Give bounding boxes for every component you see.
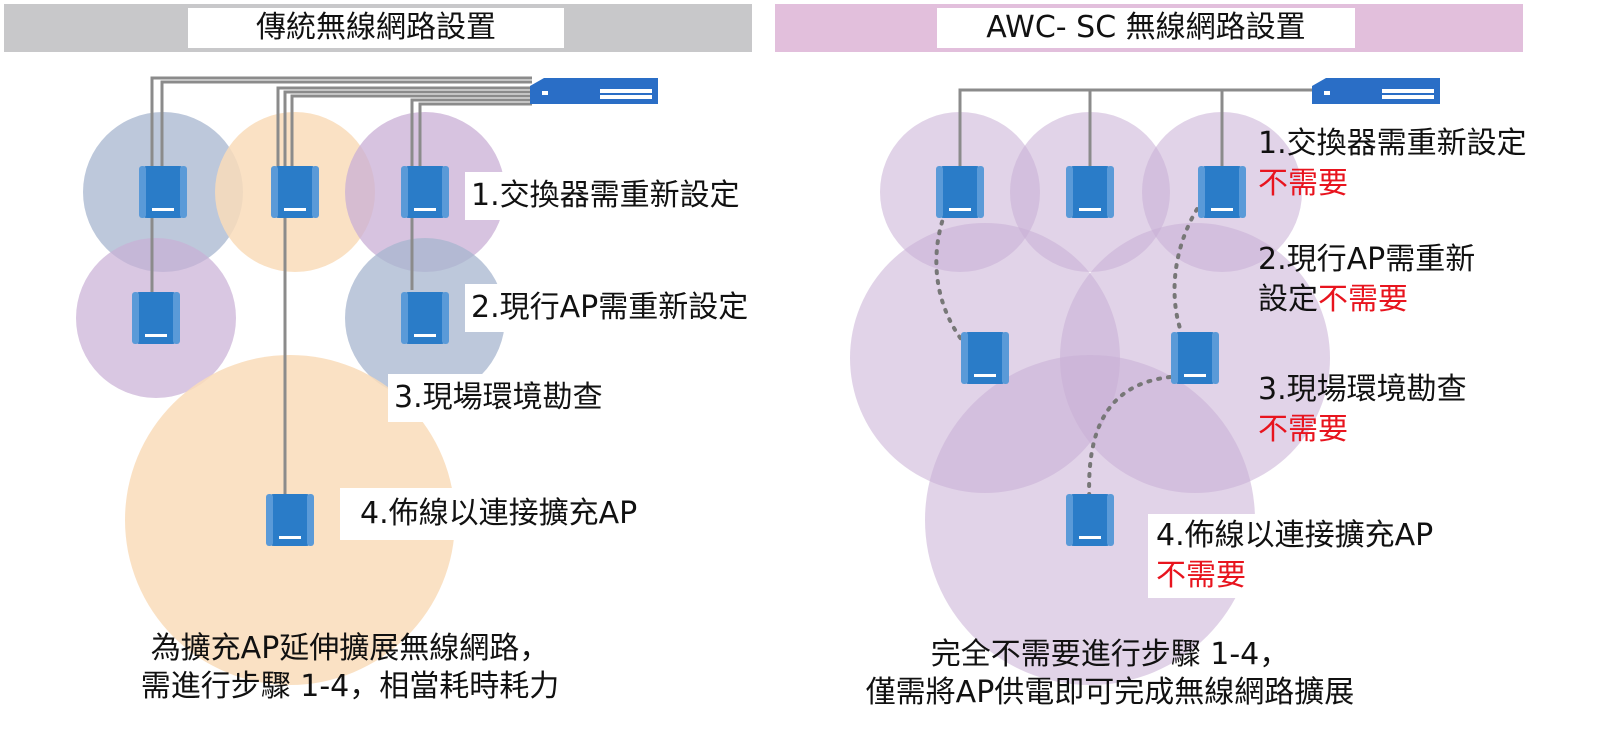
access-point-icon	[401, 292, 449, 344]
caption-line: 完全不需要進行步驟 1-4，	[930, 637, 1290, 672]
access-point-icon	[401, 166, 449, 218]
not-needed-label: 不需要	[1258, 412, 1348, 447]
access-point-icon	[1066, 494, 1114, 546]
access-point-icon	[1066, 166, 1114, 218]
left-panel-title: 傳統無線網路設置	[188, 8, 564, 48]
right-step-4: 4.佈線以連接擴充AP 不需要	[1148, 514, 1442, 598]
not-needed-label: 不需要	[1156, 558, 1246, 593]
access-point-icon	[1198, 166, 1246, 218]
network-switch-icon	[1312, 78, 1440, 104]
not-needed-label: 不需要	[1258, 166, 1348, 201]
access-point-icon	[139, 166, 187, 218]
caption-line: 需進行步驟 1-4，相當耗時耗力	[140, 669, 560, 704]
left-step-4: 4.佈線以連接擴充AP	[340, 488, 658, 540]
left-cables	[150, 76, 532, 495]
access-point-icon	[266, 494, 314, 546]
access-point-icon	[1171, 332, 1219, 384]
right-panel-title: AWC- SC 無線網路設置	[937, 8, 1355, 48]
access-point-icon	[271, 166, 319, 218]
caption-line: 僅需將AP供電即可完成無線網路擴展	[865, 675, 1355, 710]
access-point-icon	[961, 332, 1009, 384]
access-point-icon	[132, 292, 180, 344]
left-step-3: 3.現場環境勘查	[388, 374, 609, 422]
network-switch-icon	[530, 78, 658, 104]
step-text: 設定	[1258, 282, 1318, 317]
step-text: 1.交換器需重新設定	[1258, 126, 1527, 161]
access-point-icon	[936, 166, 984, 218]
step-text: 2.現行AP需重新	[1258, 242, 1476, 277]
left-step-2: 2.現行AP需重新設定	[465, 284, 755, 332]
right-caption: 完全不需要進行步驟 1-4， 僅需將AP供電即可完成無線網路擴展	[810, 636, 1410, 712]
right-cables	[958, 88, 1312, 168]
caption-line: 為擴充AP延伸擴展無線網路，	[150, 631, 550, 666]
right-step-3: 3.現場環境勘查 不需要	[1258, 370, 1467, 450]
step-text: 3.現場環境勘查	[1258, 372, 1467, 407]
left-step-1: 1.交換器需重新設定	[465, 172, 746, 220]
right-step-2: 2.現行AP需重新 設定不需要	[1258, 240, 1475, 320]
step-text: 4.佈線以連接擴充AP	[1156, 518, 1434, 553]
not-needed-label: 不需要	[1318, 282, 1408, 317]
right-step-1: 1.交換器需重新設定 不需要	[1258, 124, 1527, 204]
left-caption: 為擴充AP延伸擴展無線網路， 需進行步驟 1-4，相當耗時耗力	[100, 630, 600, 706]
